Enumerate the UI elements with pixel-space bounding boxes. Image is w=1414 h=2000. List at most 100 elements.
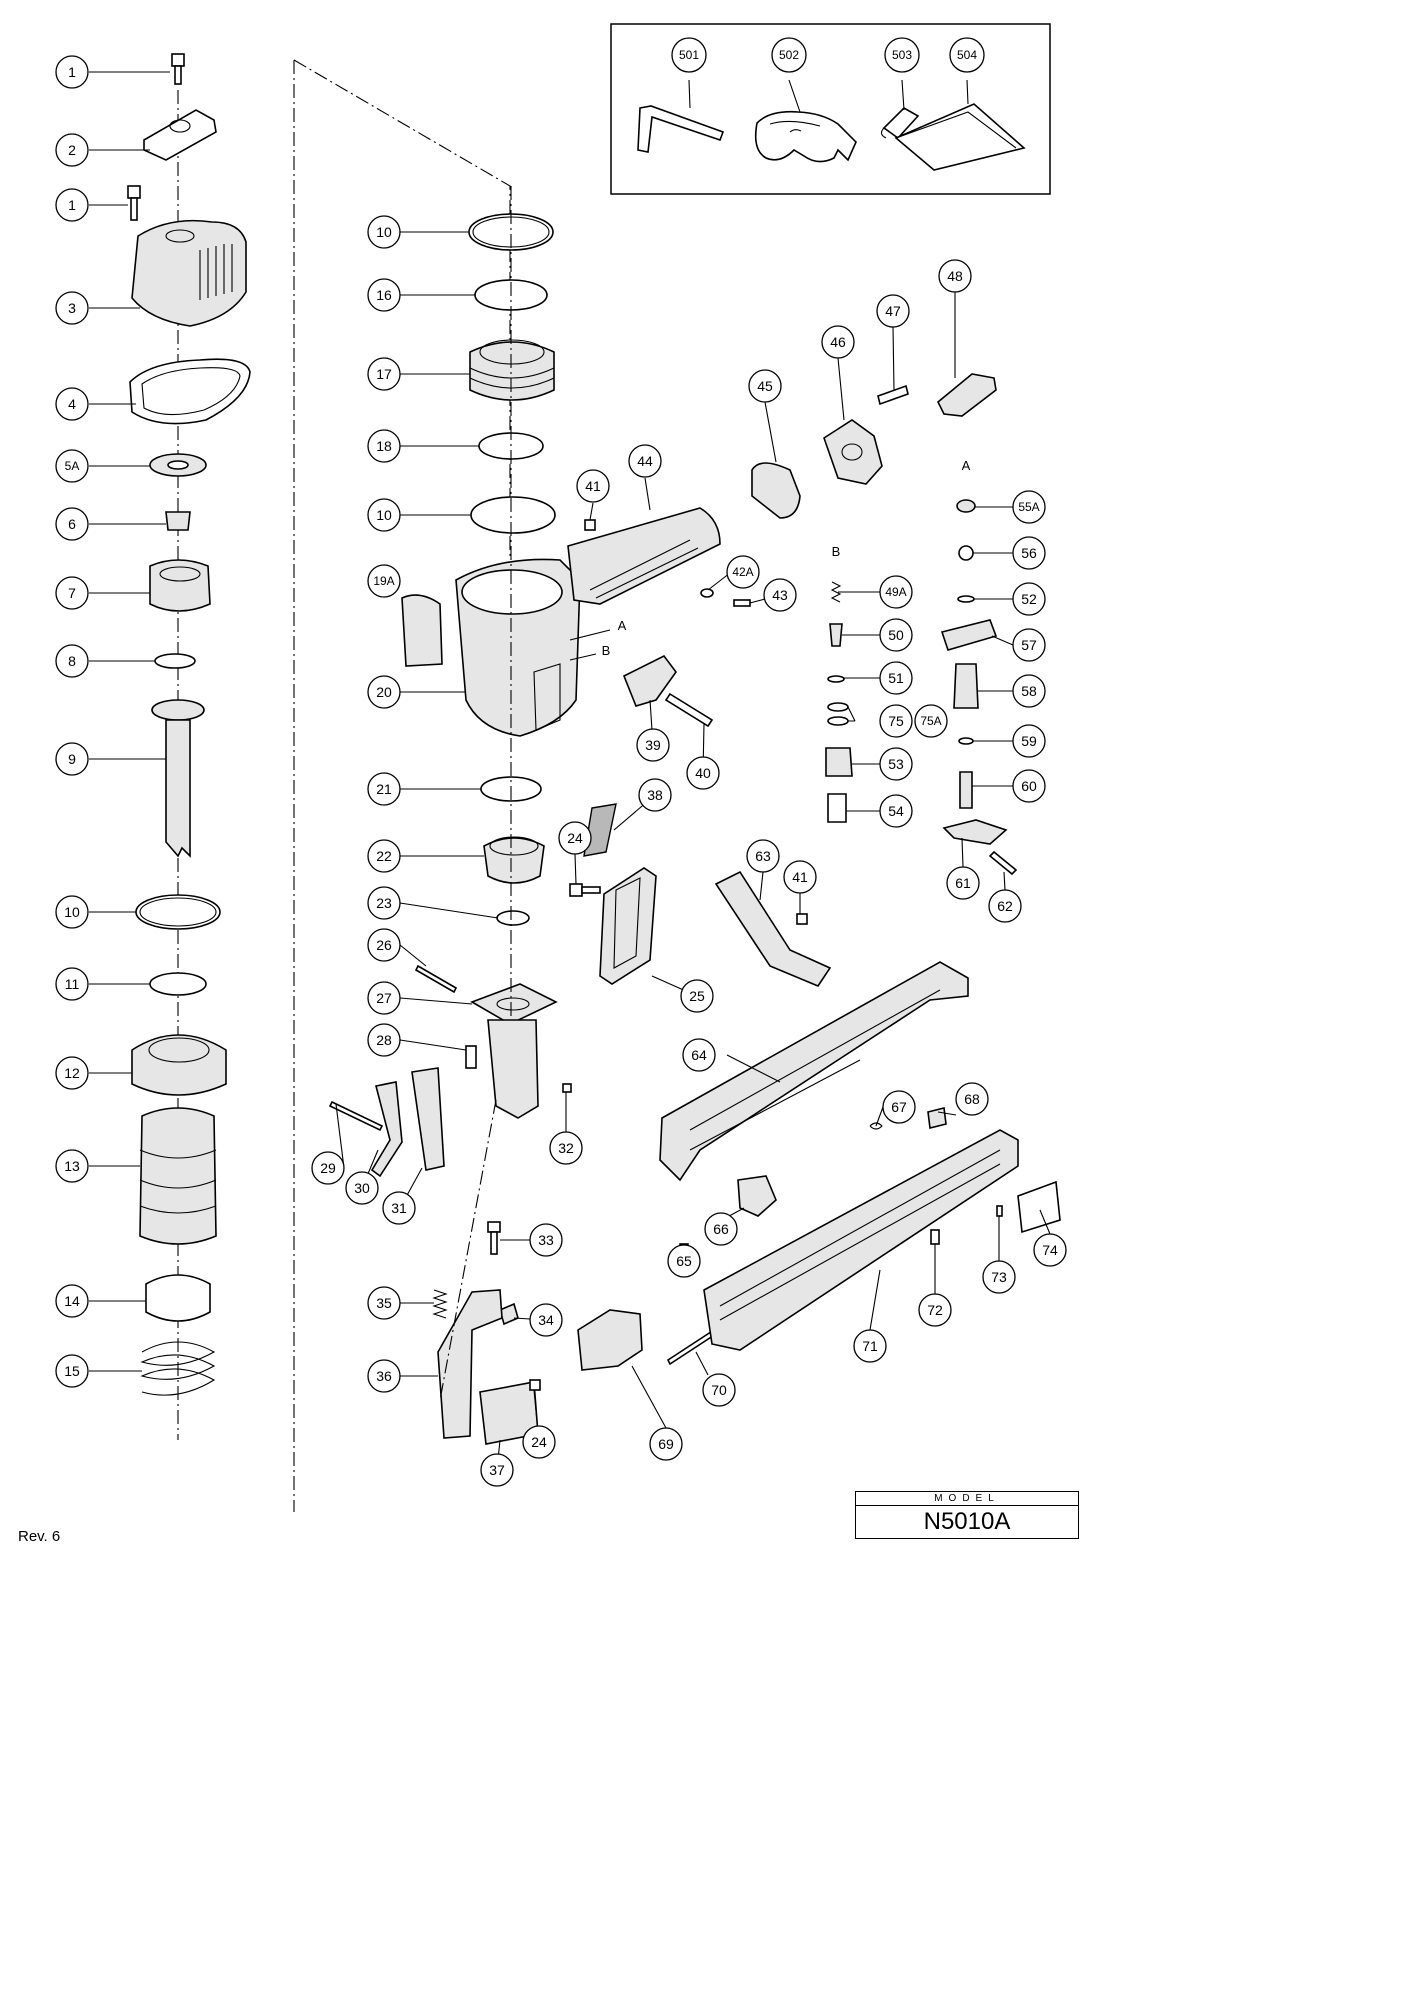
callout-24: 24 xyxy=(567,830,583,846)
callout-52: 52 xyxy=(1021,591,1037,607)
callout-42a: 42A xyxy=(732,565,753,579)
callout-50: 50 xyxy=(888,627,904,643)
callout-57: 57 xyxy=(1021,637,1037,653)
callout-33: 33 xyxy=(538,1232,554,1248)
callout-22: 22 xyxy=(376,848,392,864)
callout-16: 16 xyxy=(376,287,392,303)
callout-60: 60 xyxy=(1021,778,1037,794)
callout-46: 46 xyxy=(830,334,846,350)
model-caption: MODEL xyxy=(856,1492,1078,1506)
callout-3: 3 xyxy=(68,300,76,316)
callout-41: 41 xyxy=(792,869,808,885)
callout-502: 502 xyxy=(779,48,799,62)
callout-6: 6 xyxy=(68,516,76,532)
callout-19a: 19A xyxy=(373,574,394,588)
callout-66: 66 xyxy=(713,1221,729,1237)
callout-1: 1 xyxy=(68,197,76,213)
callout-2: 2 xyxy=(68,142,76,158)
callout-35: 35 xyxy=(376,1295,392,1311)
callout-61: 61 xyxy=(955,875,971,891)
callout-72: 72 xyxy=(927,1302,943,1318)
callout-10: 10 xyxy=(376,224,392,240)
callout-15: 15 xyxy=(64,1363,80,1379)
callout-7: 7 xyxy=(68,585,76,601)
callout-36: 36 xyxy=(376,1368,392,1384)
callout-25: 25 xyxy=(689,988,705,1004)
callout-75a: 75A xyxy=(920,714,941,728)
callout-18: 18 xyxy=(376,438,392,454)
callout-38: 38 xyxy=(647,787,663,803)
callout-34: 34 xyxy=(538,1312,554,1328)
safety-glasses-icon xyxy=(754,110,857,163)
callout-45: 45 xyxy=(757,378,773,394)
callout-24: 24 xyxy=(531,1434,547,1450)
callout-59: 59 xyxy=(1021,733,1037,749)
callout-65: 65 xyxy=(676,1253,692,1269)
callout-8: 8 xyxy=(68,653,76,669)
connection-letter-b: B xyxy=(602,643,611,658)
callout-73: 73 xyxy=(991,1269,1007,1285)
model-title-block: MODEL N5010A xyxy=(855,1491,1079,1539)
callout-70: 70 xyxy=(711,1382,727,1398)
callout-67: 67 xyxy=(891,1099,907,1115)
left-column-parts xyxy=(89,53,251,1440)
callout-39: 39 xyxy=(645,737,661,753)
callout-10: 10 xyxy=(64,904,80,920)
callout-501: 501 xyxy=(679,48,699,62)
callout-31: 31 xyxy=(391,1200,407,1216)
callout-58: 58 xyxy=(1021,683,1037,699)
callout-44: 44 xyxy=(637,453,653,469)
callout-51: 51 xyxy=(888,670,904,686)
connection-letter-a: A xyxy=(618,618,627,633)
callout-9: 9 xyxy=(68,751,76,767)
callout-12: 12 xyxy=(64,1065,80,1081)
callout-64: 64 xyxy=(691,1047,707,1063)
callout-20: 20 xyxy=(376,684,392,700)
callout-71: 71 xyxy=(862,1338,878,1354)
model-number: N5010A xyxy=(923,1508,1011,1535)
callout-13: 13 xyxy=(64,1158,80,1174)
callout-68: 68 xyxy=(964,1091,980,1107)
center-column-parts xyxy=(328,79,1061,1471)
callout-62: 62 xyxy=(997,898,1013,914)
accessories-box xyxy=(610,23,1051,195)
callout-14: 14 xyxy=(64,1293,80,1309)
connection-letter-a-valve: A xyxy=(962,458,971,473)
instruction-manual-icon xyxy=(894,103,1026,171)
callout-69: 69 xyxy=(658,1436,674,1452)
callout-56: 56 xyxy=(1021,545,1037,561)
revision-label: Rev. 6 xyxy=(18,1528,61,1545)
callout-55a: 55A xyxy=(1018,500,1039,514)
callout-54: 54 xyxy=(888,803,904,819)
callout-43: 43 xyxy=(772,587,788,603)
callout-40: 40 xyxy=(695,765,711,781)
callout-30: 30 xyxy=(354,1180,370,1196)
callout-47: 47 xyxy=(885,303,901,319)
callout-504: 504 xyxy=(957,48,977,62)
callout-75: 75 xyxy=(888,713,904,729)
callout-41: 41 xyxy=(585,478,601,494)
callout-26: 26 xyxy=(376,937,392,953)
connection-letter-b-valve: B xyxy=(832,544,841,559)
callout-5a: 5A xyxy=(65,459,80,473)
callout-4: 4 xyxy=(68,396,76,412)
callout-37: 37 xyxy=(489,1462,505,1478)
callout-29: 29 xyxy=(320,1160,336,1176)
callout-32: 32 xyxy=(558,1140,574,1156)
callout-63: 63 xyxy=(755,848,771,864)
callout-bubbles: 1 2 1 3 4 5A 6 7 8 9 10 11 12 13 14 15 1… xyxy=(55,37,1067,1487)
callout-49a: 49A xyxy=(885,585,906,599)
callout-27: 27 xyxy=(376,990,392,1006)
callout-28: 28 xyxy=(376,1032,392,1048)
hex-wrench-icon xyxy=(637,105,725,153)
callout-10: 10 xyxy=(376,507,392,523)
callout-23: 23 xyxy=(376,895,392,911)
warning-tag-icon xyxy=(880,107,920,140)
callout-74: 74 xyxy=(1042,1242,1058,1258)
callout-21: 21 xyxy=(376,781,392,797)
callout-1: 1 xyxy=(68,64,76,80)
exploded-parts-diagram: A B B A 1 2 1 3 4 5A 6 7 8 9 10 11 12 13… xyxy=(55,23,1067,1512)
callout-48: 48 xyxy=(947,268,963,284)
callout-503: 503 xyxy=(892,48,912,62)
callout-11: 11 xyxy=(65,976,80,992)
